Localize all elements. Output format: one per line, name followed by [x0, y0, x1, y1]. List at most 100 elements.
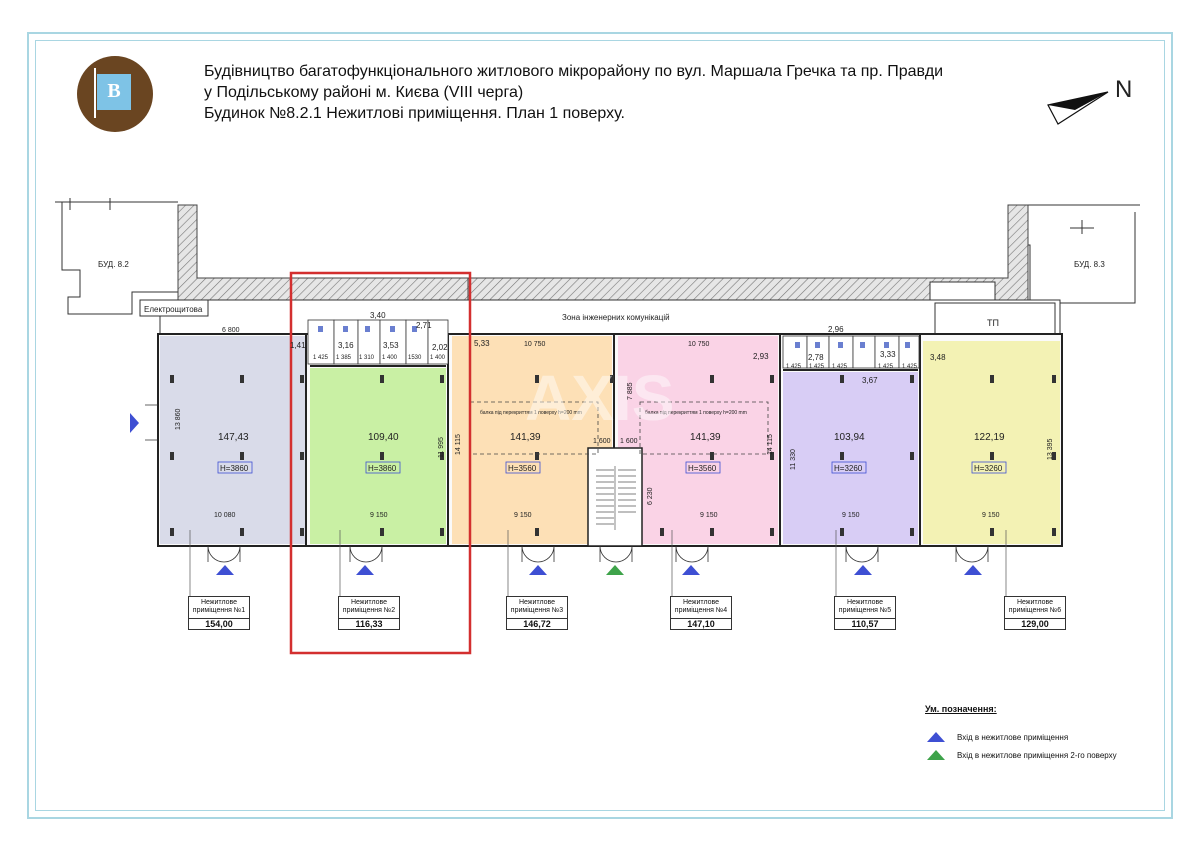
unit-box-area: 116,33: [339, 618, 399, 630]
small-dim: 1 385: [336, 355, 352, 361]
watermark: AXIS: [525, 362, 674, 434]
entrance-arrow-icon: [356, 565, 374, 575]
small-dim: 1 400: [430, 355, 446, 361]
stair-dim: 1 600: [620, 438, 638, 445]
room-1-fill: [160, 336, 306, 544]
small-dim: 1530: [408, 355, 422, 361]
stair-dim: 1 600: [593, 438, 611, 445]
legend: Ум. позначення: Вхід в нежитлове приміще…: [925, 704, 1155, 760]
room-1-depth: 13 860: [175, 408, 182, 430]
unit-box-label: Нежитлове приміщення №2: [342, 599, 396, 614]
small-dim: 1 400: [382, 355, 398, 361]
company-logo: B: [77, 56, 153, 132]
small-room-area: 3,67: [862, 376, 878, 385]
small-dim: 1 425: [878, 364, 894, 370]
room-2: 109,40 H=3860 9 150 11 995 3,40: [365, 311, 445, 519]
room-2-fill: [310, 368, 446, 544]
unit-box-1: Нежитлове приміщення №1 154,00: [188, 596, 250, 630]
electro-room: [139, 299, 209, 317]
small-room-area: 2,71: [416, 321, 432, 330]
room-4-width: 9 150: [700, 512, 718, 519]
label-zone: Зона інженерних комунікацій: [562, 313, 670, 322]
room-6: 122,19 H=3260 9 150 13 395 3,48: [930, 353, 1054, 519]
small-room-area: 2,02: [432, 343, 448, 352]
room-4-height-box: [685, 461, 721, 474]
small-room-area: 2,78: [808, 353, 824, 362]
room-1-height: H=3860: [220, 464, 249, 473]
north-label: N: [1115, 76, 1132, 103]
room-3-top: 10 750: [524, 341, 546, 348]
small-room-area: 2,93: [753, 352, 769, 361]
room-5-depth: 11 330: [790, 449, 797, 470]
room-5-fill: [783, 372, 918, 544]
beam-lines: [469, 401, 769, 455]
legend-item-label: Вхід в нежитлове приміщення 2-го поверху: [957, 751, 1117, 760]
fixtures: [318, 326, 910, 348]
room-2-top: 3,40: [370, 311, 386, 320]
beam-note-left: балка під перекриттям 1 поверху h=200 mm: [480, 410, 582, 416]
title-line-3: Будинок №8.2.1 Нежитлові приміщення. Пла…: [204, 105, 625, 122]
north-arrow-icon: [1047, 91, 1109, 125]
title-line-2: у Подільському районі м. Києва (VIII чер…: [204, 84, 524, 101]
room-1-width: 10 080: [214, 512, 236, 519]
unit-box-label: Нежитлове приміщення №4: [674, 599, 728, 614]
stair-dim: 7 885: [627, 382, 634, 400]
room-2-width: 9 150: [370, 512, 388, 519]
small-room-area: 1,41: [290, 341, 306, 350]
room-5-height: H=3260: [834, 464, 863, 473]
room-3-fill: [452, 336, 612, 544]
unit-box-area: 147,10: [671, 618, 731, 630]
entrance-arrow-icon: [854, 565, 872, 575]
legend-title: Ум. позначення:: [925, 704, 997, 714]
unit-box-area: 110,57: [835, 618, 895, 630]
unit-box-4: Нежитлове приміщення №4 147,10: [670, 596, 732, 630]
small-room-area: 3,33: [880, 350, 896, 359]
room-5-top: 2,96: [828, 325, 844, 334]
room-5: 103,94 H=3260 9 150 11 330 2,96: [790, 325, 867, 519]
room-4-fill: [618, 336, 778, 544]
room-1-area: 147,43: [218, 432, 249, 443]
outer-frame: [27, 32, 1173, 819]
room-6-height-box: [971, 461, 1007, 474]
room-1: 147,43 H=3860 10 080 13 860 6 800: [175, 327, 253, 519]
room-2-height: H=3860: [368, 464, 397, 473]
room-4-height: H=3560: [688, 464, 717, 473]
unit-box-area: 146,72: [507, 618, 567, 630]
back-wall-left: [177, 204, 469, 301]
entrance-arrow-icon: [964, 565, 982, 575]
room-5-width: 9 150: [842, 512, 860, 519]
entry-2nd-floor-arrow-icon: [927, 750, 945, 760]
stair-dim: 6 230: [647, 487, 654, 505]
small-dims: 1 425 1 385 1 310 1 400 1530 1 400 1 425…: [313, 355, 918, 370]
room-2-depth: 11 995: [438, 437, 445, 458]
small-room-area: 5,33: [474, 339, 490, 348]
small-dim: 1 425: [786, 364, 802, 370]
small-dim: 1 425: [313, 355, 329, 361]
small-room-area: 3,16: [338, 341, 354, 350]
entrance-arrow-icon: [529, 565, 547, 575]
room-6-area: 122,19: [974, 432, 1005, 443]
logo-letter: B: [107, 80, 121, 102]
leader-lines: [189, 530, 1007, 596]
label-bud-8-3: БУД. 8.3: [1074, 260, 1105, 269]
entry-arrow-icon: [927, 732, 945, 742]
partition-walls: [305, 334, 921, 546]
small-dim: 1 425: [902, 364, 918, 370]
room-3-depth: 14 115: [455, 434, 462, 455]
sanitary-rooms-right: [782, 335, 920, 369]
room-3-height-box: [505, 461, 541, 474]
entrance-arrow-icon: [216, 565, 234, 575]
room-3-area: 141,39: [510, 432, 541, 443]
small-room-labels: 1,41 3,16 3,53 2,71 2,02 5,33 2,93 2,78 …: [290, 321, 896, 385]
unit-box-5: Нежитлове приміщення №5 110,57: [834, 596, 896, 630]
room-4-depth: 14 115: [767, 434, 774, 455]
room-4-top: 10 750: [688, 341, 710, 348]
entrance-arrows: [130, 413, 982, 575]
inner-frame: [35, 40, 1165, 811]
beam-note-right: балка під перекриттям 1 поверху h=200 mm: [645, 410, 747, 416]
title-line-1: Будівництво багатофункціонального житлов…: [204, 63, 944, 80]
room-3-width: 9 150: [514, 512, 532, 519]
room-6-height: H=3260: [974, 464, 1003, 473]
room-6-fill: [923, 341, 1060, 544]
